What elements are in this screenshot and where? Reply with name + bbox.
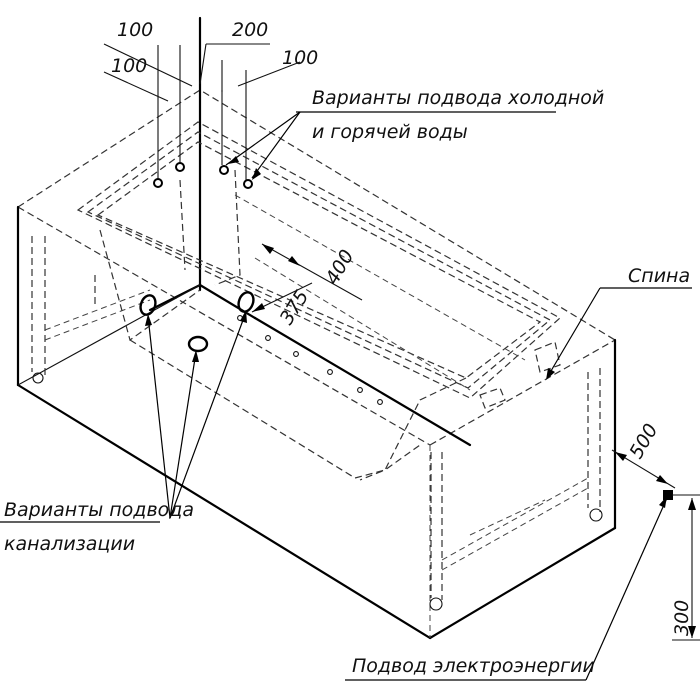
water-supply-label-line2: и горячей воды (312, 121, 468, 143)
leader-arrow (145, 314, 152, 326)
jet-nozzles (237, 315, 383, 405)
backrest-foot (479, 387, 506, 409)
dim-arrow (288, 256, 300, 266)
dim-label-100-right: 100 (282, 47, 318, 69)
dim-label-100-top: 100 (117, 19, 153, 41)
rail-inner (469, 499, 546, 536)
tub-rim-inner (86, 131, 552, 389)
tub-rim-step (96, 141, 542, 379)
rail-right (441, 477, 589, 571)
power-outlet-marker (663, 490, 673, 500)
water-inlet-point (243, 179, 253, 189)
drain-leader (169, 311, 247, 519)
dim-line-100-lower (103, 71, 169, 102)
leg-front-right (430, 452, 443, 600)
drain-outlet-ring (139, 294, 157, 316)
dim-arrow (262, 244, 274, 254)
dim-line-200-leader (199, 43, 207, 85)
jet-nozzle (293, 351, 299, 357)
right-bottom-edge (428, 526, 617, 640)
backrest-block (534, 341, 561, 373)
drain-outlets (139, 291, 255, 353)
leg-front-left (31, 236, 46, 375)
water-inlet-point (219, 165, 229, 175)
water-supply-label-line1: Варианты подвода холодной (312, 87, 604, 109)
dim-line-100-upper (103, 43, 193, 87)
tub-bowl-wall (99, 229, 467, 481)
dim-label-200: 200 (232, 19, 268, 41)
dim-line-400 (261, 243, 363, 301)
top-face-right-edge (429, 339, 616, 446)
drain-outlet-ring (187, 335, 209, 353)
drain-label-line2: канализации (4, 533, 135, 555)
leg-back-right (587, 368, 601, 512)
dim-arrow (252, 303, 265, 312)
drain-outlet-ring (237, 291, 255, 313)
floor-left-edge (17, 284, 201, 386)
tub-bowl-floor-line (254, 257, 471, 391)
dimension-lines (103, 43, 700, 641)
wall-floor-edge-right (198, 283, 257, 320)
leader-arrow (240, 310, 247, 323)
drain-leader (147, 315, 171, 519)
rail-left (44, 289, 151, 341)
water-inlet-point (175, 162, 185, 172)
power-leader (585, 497, 668, 681)
dim-label-500: 500 (625, 420, 662, 462)
back-leader (547, 287, 601, 377)
water-inlet-point (153, 178, 163, 188)
leader-arrow (659, 496, 667, 508)
inlet-center-lines (157, 90, 247, 180)
water-inlets (153, 90, 253, 189)
power-supply-label: Подвод электроэнергии (352, 655, 595, 677)
drain-leader (169, 351, 197, 519)
water-leader (251, 111, 301, 179)
jet-nozzle (377, 399, 383, 405)
foot-front-right (429, 597, 443, 611)
tub-bowl-head (179, 169, 241, 286)
tub-bowl-bottom (129, 339, 421, 479)
support-legs (31, 236, 603, 611)
top-face-front-edge (17, 206, 431, 446)
top-face-back-edges (17, 89, 616, 341)
dim-line-100-right (237, 61, 301, 87)
annotation-texts: Варианты подвода холодной и горячей воды… (4, 87, 690, 677)
dim-arrow (688, 626, 696, 638)
dim-arrow (688, 498, 696, 510)
dim-label-100-left: 100 (111, 55, 147, 77)
leader-arrow (192, 350, 199, 362)
foot-front-left (32, 372, 44, 384)
tub-headrest-line (234, 194, 526, 361)
foot-back-right (589, 508, 603, 522)
dim-label-400: 400 (321, 246, 358, 288)
tub-body (76, 121, 562, 481)
back-label: Спина (628, 265, 690, 287)
leader-lines (0, 111, 692, 681)
drain-label-line1: Варианты подвода (4, 499, 194, 521)
dim-label-300: 300 (671, 600, 693, 636)
jet-nozzle (327, 369, 333, 375)
leader-arrow (546, 368, 555, 380)
dim-arrow (656, 475, 668, 484)
dim-arrow (615, 452, 627, 461)
wall-floor-edge-long (253, 316, 472, 447)
jet-nozzle (265, 335, 271, 341)
jet-nozzle (357, 387, 363, 393)
front-bottom-edge (16, 383, 432, 640)
water-leader (225, 111, 301, 166)
leader-arrow (252, 168, 261, 180)
leader-arrow (228, 156, 239, 164)
outer-frame (16, 16, 617, 640)
